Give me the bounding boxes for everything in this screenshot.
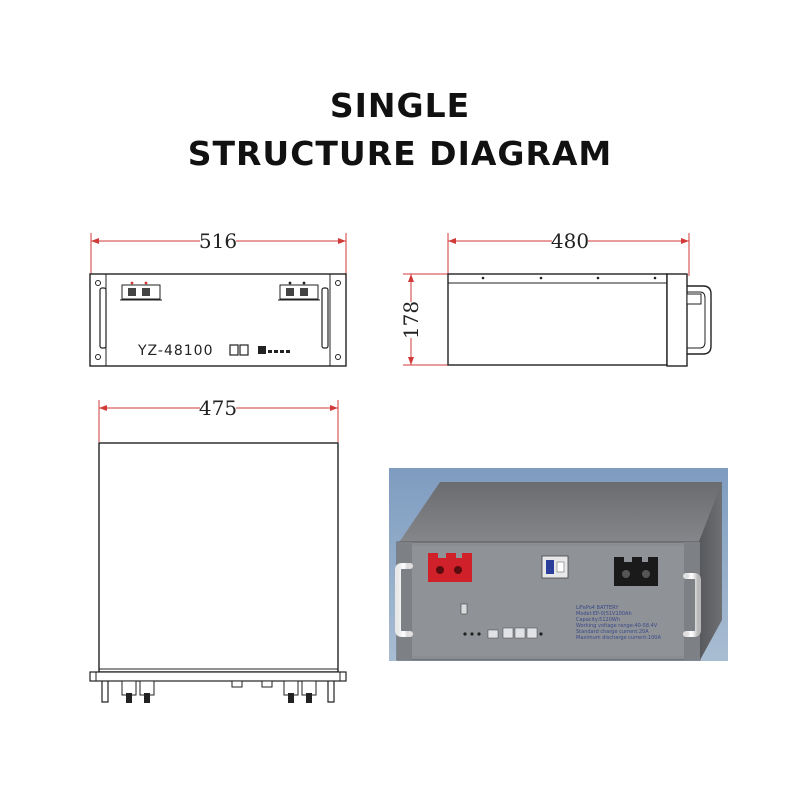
photo-negative-terminal bbox=[614, 557, 658, 586]
title-line-1: SINGLE bbox=[329, 86, 471, 125]
front-view: 516 bbox=[89, 229, 347, 367]
spec-line: Capacity:5120Wh bbox=[576, 617, 620, 623]
dimension-label-480: 480 bbox=[551, 229, 589, 253]
left-handle bbox=[99, 287, 107, 349]
photo-port-row bbox=[463, 627, 543, 639]
photo-positive-terminal bbox=[428, 553, 472, 582]
spec-line: Maximum discharge current:100A bbox=[576, 635, 661, 641]
photo-left-handle bbox=[395, 563, 410, 637]
model-label: YZ-48100 bbox=[137, 343, 213, 359]
side-body-outline bbox=[447, 273, 668, 366]
top-body-outline bbox=[98, 442, 339, 673]
front-ports bbox=[229, 344, 290, 356]
spec-line: Working voltage range:40-58.4V bbox=[576, 623, 658, 629]
right-handle bbox=[321, 287, 329, 349]
side-view: 480 178 bbox=[399, 229, 712, 367]
spec-line: LiFePo4 BATTERY bbox=[576, 605, 619, 611]
title-line-2: STRUCTURE DIAGRAM bbox=[187, 134, 613, 173]
dimension-label-178: 178 bbox=[399, 301, 423, 339]
dimension-label-475: 475 bbox=[199, 396, 237, 420]
spec-line: Model:EP-0(51V100Ah bbox=[576, 611, 632, 617]
dimension-label-516: 516 bbox=[199, 229, 237, 253]
spec-line: Standard charge current:20A bbox=[576, 629, 649, 635]
photo-right-handle bbox=[686, 573, 701, 637]
positive-terminal-drawing bbox=[120, 281, 162, 301]
negative-terminal-drawing bbox=[278, 281, 320, 301]
side-handle bbox=[687, 285, 712, 355]
top-view: 475 bbox=[89, 396, 347, 703]
product-photo: LiFePo4 BATTERY Model:EP-0(51V100Ah Capa… bbox=[389, 468, 728, 661]
photo-spec-label: LiFePo4 BATTERY Model:EP-0(51V100Ah Capa… bbox=[576, 605, 661, 641]
photo-breaker bbox=[541, 555, 569, 579]
